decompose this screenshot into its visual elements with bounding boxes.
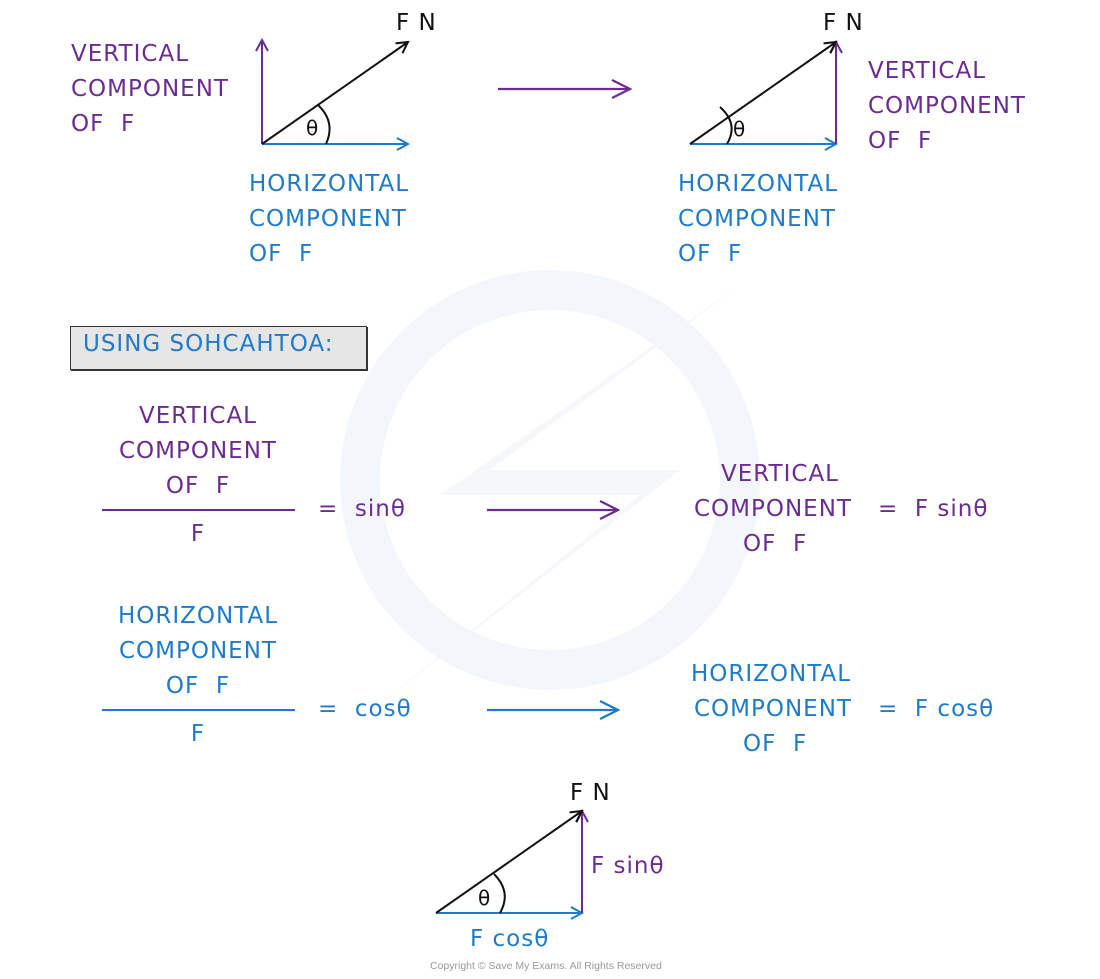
sin-result-line2: COMPONENT xyxy=(694,496,852,522)
angle-arc xyxy=(719,106,733,145)
horizontal-label-line2: COMPONENT xyxy=(249,206,407,232)
sin-numerator-line3: OF F xyxy=(165,473,231,499)
sin-numerator-line1: VERTICAL xyxy=(138,403,257,429)
cos-result-line2: COMPONENT xyxy=(694,696,852,722)
watermark-ring xyxy=(340,270,760,690)
angle-label: θ xyxy=(733,117,747,141)
vertical-label-line2: COMPONENT xyxy=(71,76,229,102)
angle-arc xyxy=(317,104,331,145)
sin-result-line1: VERTICAL xyxy=(720,461,839,487)
cos-result-line1: HORIZONTAL xyxy=(691,661,852,687)
vertical-label-line2: COMPONENT xyxy=(868,93,1026,119)
method-box: USING SOHCAHTOA: xyxy=(70,326,367,370)
force-arrow xyxy=(689,42,836,145)
force-arrow xyxy=(261,42,408,145)
force-arrow xyxy=(435,811,582,914)
angle-arc xyxy=(493,873,506,914)
cos-numerator-line1: HORIZONTAL xyxy=(117,603,279,629)
copyright-notice: Copyright © Save My Exams. All Rights Re… xyxy=(430,960,662,972)
horizontal-label-line1: HORIZONTAL xyxy=(678,171,839,197)
sin-result-equals: = F sinθ xyxy=(878,496,989,522)
vertical-label-line3: OF F xyxy=(868,128,933,154)
diagram2-vectors xyxy=(689,42,836,145)
force-label: F N xyxy=(570,780,611,806)
sin-numerator-line2: COMPONENT xyxy=(119,438,277,464)
sin-result-line3: OF F xyxy=(743,531,808,557)
cos-result-equals: = F cosθ xyxy=(878,696,995,722)
cos-equals: = cosθ xyxy=(318,696,412,722)
diagram3-vectors xyxy=(435,811,582,914)
horizontal-label-line2: COMPONENT xyxy=(678,206,836,232)
method-label: USING SOHCAHTOA: xyxy=(83,331,334,357)
vertical-label-line1: VERTICAL xyxy=(71,41,190,67)
f-sin-label: F sinθ xyxy=(591,853,665,879)
force-label: F N xyxy=(396,10,437,36)
cos-result-line3: OF F xyxy=(743,731,808,757)
vertical-label-line1: VERTICAL xyxy=(868,58,987,84)
sin-denominator: F xyxy=(190,521,206,547)
horizontal-label-line3: OF F xyxy=(249,241,314,267)
cos-denominator: F xyxy=(190,721,206,747)
sin-equals: = sinθ xyxy=(318,496,406,522)
horizontal-label-line3: OF F xyxy=(678,241,743,267)
cos-numerator-line2: COMPONENT xyxy=(119,638,277,664)
horizontal-label-line1: HORIZONTAL xyxy=(249,171,410,197)
angle-label: θ xyxy=(306,116,320,140)
force-label: F N xyxy=(823,10,864,36)
vertical-label-line3: OF F xyxy=(71,111,136,137)
f-cos-label: F cosθ xyxy=(470,926,550,952)
cos-numerator-line3: OF F xyxy=(165,673,231,699)
diagram1-vectors xyxy=(262,40,408,144)
angle-label: θ xyxy=(478,886,492,910)
